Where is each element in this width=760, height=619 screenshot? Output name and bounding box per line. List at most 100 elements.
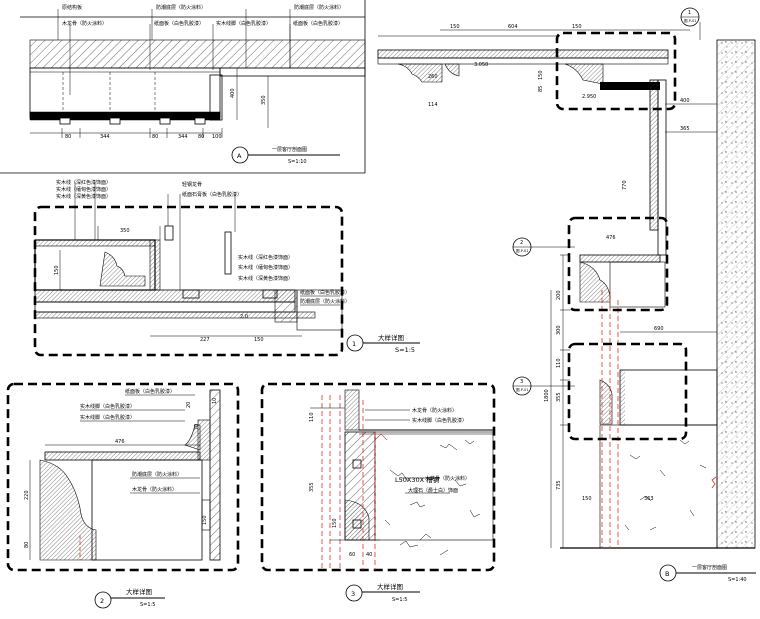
ref-2: 2 图-P-01: [512, 237, 575, 257]
d2-dim-3: 80: [24, 542, 30, 548]
marker-3-num: 3: [351, 590, 355, 598]
marker-1-num: 1: [352, 340, 356, 348]
d3-dim-2: 355: [309, 482, 315, 492]
ref-2-num: 2: [520, 240, 523, 246]
d2-callout-3: 实木线脚（白色乳胶漆）: [80, 414, 135, 421]
d1-dim-2: 150: [54, 265, 60, 275]
dim-a-5: 80: [198, 134, 204, 140]
d1-dim-5: 2.0: [240, 314, 248, 320]
callout-a-7: 纸面板（白色乳胶漆）: [293, 20, 343, 27]
d1-callout-left-3: 实木线（深黄色漆饰面）: [56, 193, 111, 200]
b-dim-6: 85: [538, 86, 544, 92]
ref-3: 3 图-P-01: [512, 376, 575, 396]
callout-a-4: 纸面板（白色乳胶漆）: [154, 20, 204, 27]
d3-callout-4: 大理石（爵士白）饰面: [408, 487, 458, 494]
b-dim-10: 476: [606, 235, 616, 241]
ref-3-num: 3: [520, 379, 523, 385]
d1-callout-mid-2: 纸面石膏板（白色乳胶漆）: [182, 191, 242, 198]
callout-a-5: 实木线脚（白色乳胶漆）: [216, 20, 271, 27]
d3-callout-3: 木龙骨（防火涂料）: [425, 475, 470, 482]
marker-b-letter: B: [665, 570, 669, 578]
d1-callout-right-1: 实木线（深红色漆饰面）: [238, 254, 293, 261]
callout-a-1: 原结构板: [62, 4, 82, 11]
dim-a-8: 350: [261, 95, 267, 105]
b-dim-top-1: 150: [450, 24, 460, 30]
ref-1: 1 图-P-01: [680, 7, 700, 27]
d3-channel-label: L50X30X 槽钢: [395, 475, 440, 484]
detail-1: 实木线（深红色漆饰面） 实木线（缅甸色漆饰面） 实木线（深黄色漆饰面） 轻钢龙骨…: [33, 179, 420, 357]
b-dim-15: 355: [556, 392, 562, 402]
d2-callout-4: 防潮底层（防火涂料）: [132, 471, 182, 478]
b-dim-16: 1800: [544, 389, 550, 402]
detail-3: 木龙骨（防火涂料） 实木线脚（白色乳胶漆） 木龙骨（防火涂料） 大理石（爵士白）…: [260, 382, 496, 603]
section-b: 150 604 150 260 3.050 150 2.950 114 85 4…: [377, 7, 756, 583]
d2-dim-4: 20: [186, 402, 192, 408]
d1-callout-mid-1: 轻钢龙骨: [182, 181, 202, 188]
d1-dim-1: 350: [120, 228, 130, 234]
d3-dim-3: 150: [332, 518, 338, 528]
b-dim-14: 110: [556, 358, 562, 368]
d2-dim-7: 150: [202, 515, 208, 525]
d2-callout-2: 实木线脚（白色乳胶漆）: [80, 403, 135, 410]
d1-callout-right-2: 实木线（缅甸色漆饰面）: [238, 264, 293, 271]
title-d1: 大样详图: [378, 333, 404, 342]
scale-d2: S=1:5: [140, 602, 155, 608]
d2-dim-6: 10: [212, 398, 218, 404]
dim-a-2: 344: [100, 134, 110, 140]
d1-callout-right-3: 实木线（深黄色漆饰面）: [238, 275, 293, 282]
d2-callout-1: 纸面板（白色乳胶漆）: [125, 388, 175, 395]
dim-a-7: 400: [230, 88, 236, 98]
ref-1-sub: 图-P-01: [684, 19, 697, 23]
d3-callout-2: 实木线脚（白色乳胶漆）: [412, 417, 467, 424]
dim-a-4: 344: [178, 134, 188, 140]
title-a: 一层客厅剖面图: [272, 146, 307, 153]
b-dim-18: 363: [644, 496, 654, 502]
d1-callout-left-2: 实木线（缅甸色漆饰面）: [56, 186, 111, 193]
d3-dim-5: 40: [366, 552, 372, 558]
b-dim-17: 735: [556, 480, 562, 490]
callout-a-6: 防潮底层（防火涂料）: [294, 4, 344, 11]
b-dim-19: 150: [582, 496, 592, 502]
marker-2-num: 2: [100, 597, 104, 605]
callout-a-2: 木龙骨（防火涂料）: [62, 20, 107, 27]
scale-a: S=1:10: [288, 159, 307, 165]
d1-callout-low-1: 纸面板（白色乳胶漆）: [300, 289, 350, 296]
scale-b: S=1:40: [728, 577, 747, 583]
d3-dim-1: 110: [309, 412, 315, 422]
section-a: 80 344 80 344 80 100 400 350 原结构板 木龙骨（防火…: [0, 0, 366, 174]
d1-dim-3: 227: [200, 337, 210, 343]
detail-marker-3: [345, 584, 363, 602]
scale-d1: S=1:5: [395, 346, 415, 354]
d2-dim-2: 220: [24, 490, 30, 500]
b-dim-12: 300: [556, 325, 562, 335]
callout-a-3: 防潮底层（防火涂料）: [156, 4, 206, 11]
title-b: 一层客厅剖面图: [692, 564, 727, 571]
d2-dim-5: 70: [194, 424, 200, 430]
detail-2: 纸面板（白色乳胶漆） 实木线脚（白色乳胶漆） 实木线脚（白色乳胶漆） 防潮底层（…: [6, 382, 240, 609]
d1-callout-left-1: 实木线（深红色漆饰面）: [56, 179, 111, 186]
d1-dim-4: 150: [254, 337, 264, 343]
b-dim-11: 200: [556, 290, 562, 300]
dim-a-6: 100: [212, 134, 222, 140]
d2-dim-1: 476: [115, 439, 125, 445]
b-dim-top-2: 604: [508, 24, 518, 30]
dim-a-3: 80: [152, 134, 158, 140]
b-dim-9: 770: [622, 180, 628, 190]
b-dim-4: 2.950: [582, 94, 596, 100]
b-dim-8: 365: [680, 126, 690, 132]
ref-1-num: 1: [688, 10, 691, 16]
b-dim-3: 150: [538, 70, 544, 80]
d3-callout-1: 木龙骨（防火涂料）: [412, 407, 457, 414]
d2-callout-5: 木龙骨（防火涂料）: [132, 486, 177, 493]
b-dim-13: 690: [654, 326, 664, 332]
d1-callout-low-2: 防潮底层（防火涂料）: [300, 298, 350, 305]
ref-2-sub: 图-P-01: [516, 249, 529, 253]
detail-marker-2: [94, 591, 112, 609]
dim-a-1: 80: [65, 134, 71, 140]
b-dim-7: 400: [680, 98, 690, 104]
b-dim-2: 3.050: [474, 62, 488, 68]
ref-3-sub: 图-P-01: [516, 388, 529, 392]
b-dim-5: 114: [428, 102, 438, 108]
b-dim-top-3: 150: [572, 24, 582, 30]
